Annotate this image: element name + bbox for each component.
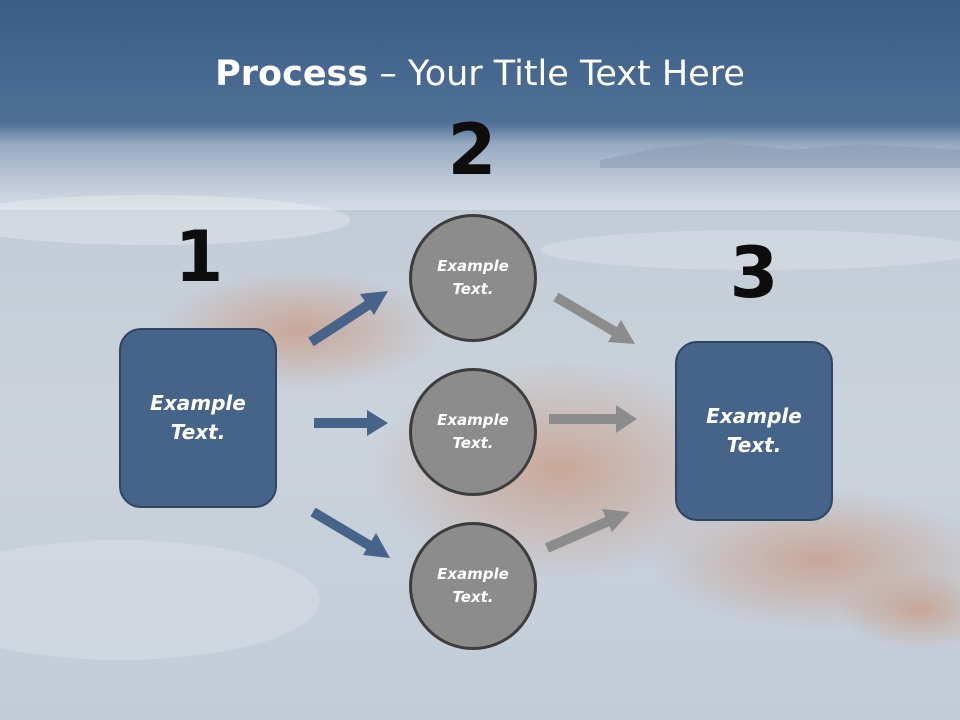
title-bold: Process	[215, 54, 369, 94]
end-box-label: Example Text.	[706, 404, 802, 457]
gray-arrow-right-icon	[549, 405, 637, 433]
gray-arrow-up-icon	[544, 509, 630, 553]
circle-top: Example Text.	[409, 214, 537, 342]
end-box: Example Text.	[675, 341, 833, 521]
blue-arrow-down-icon	[310, 507, 390, 558]
step-number-1: 1	[174, 216, 224, 298]
circle-bottom: Example Text.	[409, 522, 537, 650]
blue-arrow-up-icon	[308, 291, 388, 347]
step-number-2: 2	[447, 109, 497, 191]
step-number-3: 3	[729, 232, 779, 314]
gray-arrow-down-icon	[553, 292, 635, 344]
circle-bottom-label: Example Text.	[437, 565, 509, 606]
circle-middle-label: Example Text.	[437, 411, 509, 452]
start-box: Example Text.	[119, 328, 277, 508]
blue-arrow-right-icon	[314, 410, 388, 436]
circle-middle: Example Text.	[409, 368, 537, 496]
start-box-label: Example Text.	[150, 391, 246, 444]
circle-top-label: Example Text.	[437, 257, 509, 298]
title-rest: – Your Title Text Here	[368, 54, 745, 94]
slide-title: Process – Your Title Text Here	[0, 52, 960, 96]
